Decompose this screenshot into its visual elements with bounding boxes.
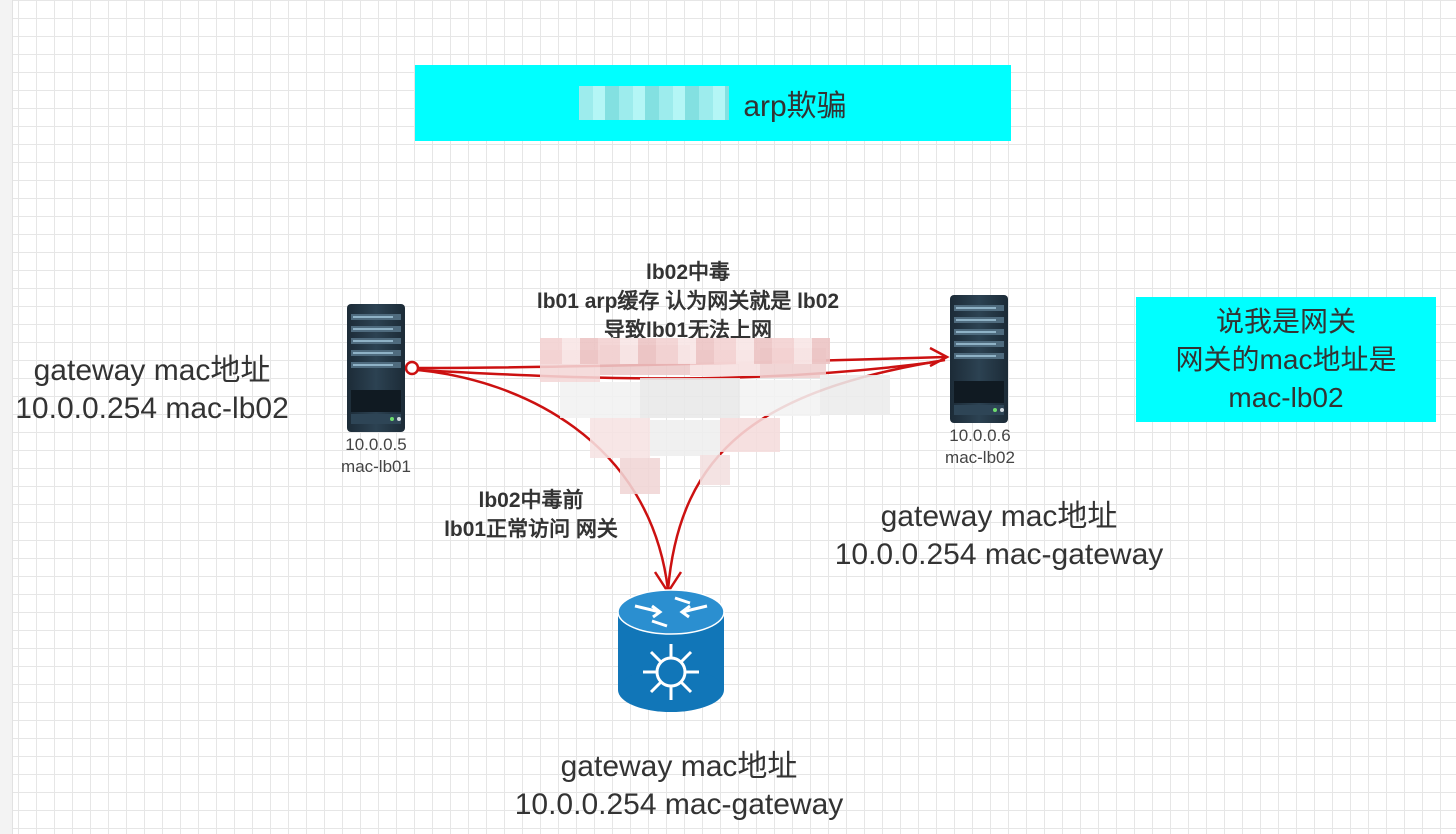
lb01-node-label: 10.0.0.5 mac-lb01 <box>332 434 420 478</box>
router-icon[interactable] <box>617 589 725 712</box>
server-icon[interactable] <box>950 295 1008 423</box>
callout-line-3: mac-lb02 <box>1228 381 1344 413</box>
server-icon[interactable] <box>347 304 405 432</box>
title-text: arp欺骗 <box>743 90 847 123</box>
poison-line-3: 导致lb01无法上网 <box>603 319 773 338</box>
lb01-arp-cache[interactable]: gateway mac地址 10.0.0.254 mac-lb02 <box>0 352 304 428</box>
lb02-mac: mac-lb02 <box>945 448 1015 467</box>
lb01-cache-line-1: gateway mac地址 <box>33 354 271 387</box>
lb02-cache-line-1: gateway mac地址 <box>880 500 1118 533</box>
callout-line-1: 说我是网关 <box>1215 305 1356 337</box>
title-box[interactable]: arp欺骗 <box>415 65 1011 141</box>
gateway-cache-line-2: 10.0.0.254 mac-gateway <box>514 788 844 821</box>
lb02-ip: 10.0.0.6 <box>949 426 1011 445</box>
poison-line-1: lb02中毒 <box>645 261 731 284</box>
lb01-mac: mac-lb01 <box>341 457 411 476</box>
edge-start-marker <box>404 360 420 376</box>
redaction-mosaic <box>540 345 890 494</box>
blurred-text <box>579 86 730 120</box>
lb02-node-label: 10.0.0.6 mac-lb02 <box>934 425 1026 469</box>
callout-line-2: 网关的mac地址是 <box>1175 343 1397 375</box>
lb01-cache-line-2: 10.0.0.254 mac-lb02 <box>15 392 289 425</box>
gateway-arp-cache[interactable]: gateway mac地址 10.0.0.254 mac-gateway <box>495 748 863 824</box>
canvas-left-strip <box>0 0 13 834</box>
normal-edge-label[interactable]: lb02中毒前 lb01正常访问 网关 <box>426 486 636 544</box>
lb01-ip: 10.0.0.5 <box>345 435 407 454</box>
lb02-arp-cache[interactable]: gateway mac地址 10.0.0.254 mac-gateway <box>815 498 1183 574</box>
poison-line-2: lb01 arp缓存 认为网关就是 lb02 <box>536 290 840 313</box>
normal-line-2: lb01正常访问 网关 <box>444 518 618 541</box>
gateway-cache-line-1: gateway mac地址 <box>560 750 798 783</box>
redaction-overlay <box>540 338 830 364</box>
edge-lb01-to-gateway[interactable] <box>417 368 670 591</box>
normal-line-1: lb02中毒前 <box>478 489 584 512</box>
callout-box[interactable]: 说我是网关 网关的mac地址是 mac-lb02 <box>1136 297 1436 422</box>
poison-edge-label[interactable]: lb02中毒 lb01 arp缓存 认为网关就是 lb02 导致lb01无法上网 <box>508 258 868 338</box>
lb02-cache-line-2: 10.0.0.254 mac-gateway <box>834 538 1164 571</box>
